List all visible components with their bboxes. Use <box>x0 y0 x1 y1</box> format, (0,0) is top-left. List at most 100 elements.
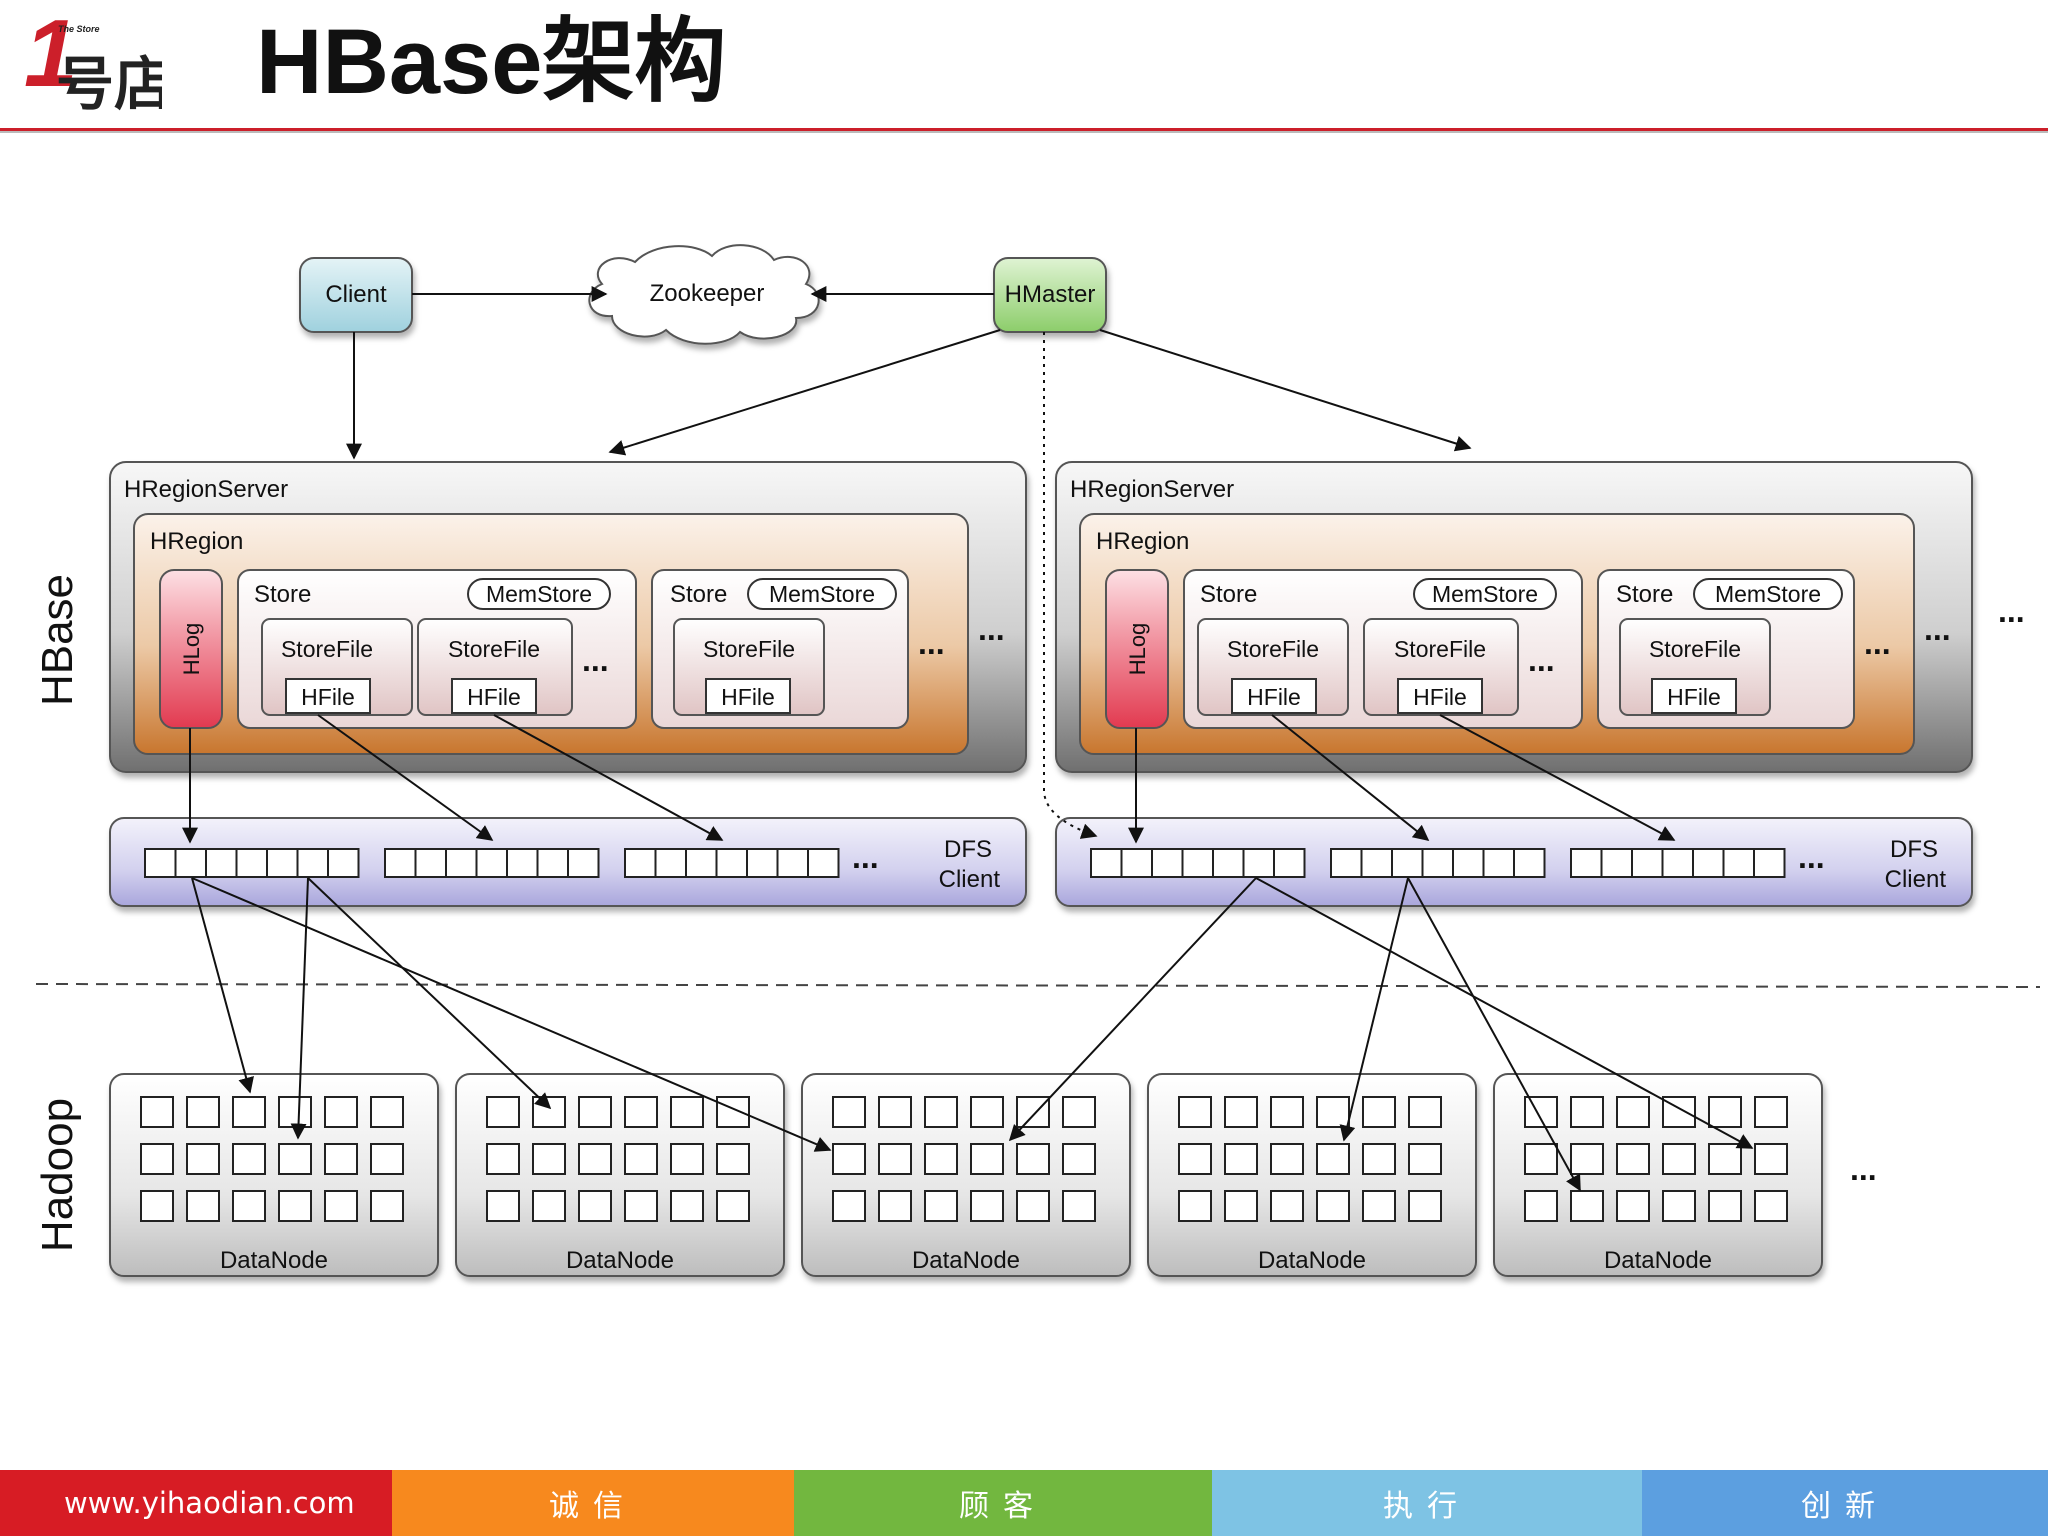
datanode-block <box>1708 1096 1742 1128</box>
client-node: Client <box>299 257 413 333</box>
ellipsis: ... <box>1798 839 1825 875</box>
storefile-label: StoreFile <box>703 636 795 662</box>
datanode-block <box>1224 1096 1258 1128</box>
datanode-label: DataNode <box>912 1247 1020 1274</box>
datanode-block <box>1062 1096 1096 1128</box>
datanode-block <box>716 1143 750 1175</box>
datanode-block <box>532 1096 566 1128</box>
datanode-block <box>716 1190 750 1222</box>
dfs-block-cell <box>746 848 779 878</box>
store-label: Store <box>254 581 311 608</box>
datanode-block <box>1316 1190 1350 1222</box>
datanode-block <box>324 1096 358 1128</box>
dfs-block-cell <box>506 848 539 878</box>
dfs-block-strip <box>1090 848 1306 878</box>
datanode-block <box>486 1190 520 1222</box>
dfs-block-cell <box>1452 848 1485 878</box>
storefile-label: StoreFile <box>448 636 540 662</box>
datanode-block <box>532 1190 566 1222</box>
hfile-label: HFile <box>1667 684 1721 710</box>
hlog-label: HLog <box>1125 623 1150 676</box>
datanode-block <box>1178 1143 1212 1175</box>
footer-value-integrity: 诚信 <box>392 1470 794 1536</box>
dfs-block-strip <box>1330 848 1546 878</box>
datanode-block <box>924 1096 958 1128</box>
datanode-block <box>370 1143 404 1175</box>
ellipsis: ... <box>1850 1151 1877 1187</box>
datanode-block <box>1662 1096 1696 1128</box>
footer-bar: www.yihaodian.com 诚信 顾客 执行 创新 <box>0 1470 2048 1536</box>
storefile-label: StoreFile <box>281 636 373 662</box>
dfs-block-cell <box>654 848 687 878</box>
hfile-box <box>705 678 791 714</box>
logo-numeral: 1 <box>24 4 77 107</box>
datanode-block <box>186 1096 220 1128</box>
hmaster-dfs-dotted <box>1043 332 1098 839</box>
datanode-label: DataNode <box>220 1247 328 1274</box>
dfs-block-cell <box>1513 848 1546 878</box>
datanode-1: DataNode <box>109 1073 439 1277</box>
dfs-block-cell <box>1661 848 1694 878</box>
ellipsis: ... <box>582 642 609 678</box>
datanode-block <box>1524 1190 1558 1222</box>
footer-value-customer: 顾客 <box>794 1470 1212 1536</box>
datanode-block <box>278 1096 312 1128</box>
hfile-label: HFile <box>721 684 775 710</box>
memstore-pill <box>1693 578 1843 610</box>
datanode-block <box>486 1143 520 1175</box>
arrow-hmaster-server2 <box>1099 329 1472 452</box>
zookeeper-label: Zookeeper <box>650 280 765 307</box>
dfs-block-cell <box>475 848 508 878</box>
datanode-block <box>1408 1143 1442 1175</box>
datanode-block <box>1524 1143 1558 1175</box>
dfs-block-cell <box>1151 848 1184 878</box>
dfs-block-cell <box>1692 848 1725 878</box>
store-label: Store <box>670 581 727 608</box>
footer-value-innovation: 创新 <box>1642 1470 2048 1536</box>
datanode-block <box>1270 1190 1304 1222</box>
zookeeper-node: Zookeeper <box>588 244 820 345</box>
dfs-block-cell <box>174 848 207 878</box>
datanode-2: DataNode <box>455 1073 785 1277</box>
dfs-block-cell <box>205 848 238 878</box>
dfs-block-cell <box>144 848 177 878</box>
hfile-box <box>1651 678 1737 714</box>
storefile-label: StoreFile <box>1227 636 1319 662</box>
datanode-block <box>1316 1143 1350 1175</box>
datanode-block <box>1616 1190 1650 1222</box>
dfs-client-label: Client <box>1885 866 1947 893</box>
datanode-block <box>1362 1096 1396 1128</box>
datanode-block <box>970 1096 1004 1128</box>
hfile-box <box>1397 678 1483 714</box>
ellipsis: ... <box>1998 593 2025 629</box>
client-label: Client <box>325 281 387 308</box>
datanode-block <box>1708 1143 1742 1175</box>
dfs-block-cell <box>1360 848 1393 878</box>
datanode-block <box>578 1096 612 1128</box>
datanode-label: DataNode <box>566 1247 674 1274</box>
datanode-block <box>278 1143 312 1175</box>
datanode-block <box>1224 1143 1258 1175</box>
region-server-1: HRegionServer HRegion HLog Store MemStor… <box>109 461 1027 773</box>
datanode-block <box>324 1190 358 1222</box>
datanode-block <box>1570 1096 1604 1128</box>
datanode-block <box>1178 1096 1212 1128</box>
datanode-block <box>878 1096 912 1128</box>
memstore-label: MemStore <box>1715 581 1821 607</box>
dfs-block-cell <box>1600 848 1633 878</box>
hfile-box <box>285 678 371 714</box>
memstore-pill <box>747 578 897 610</box>
datanode-block <box>878 1143 912 1175</box>
datanode-block <box>624 1190 658 1222</box>
datanode-block <box>716 1096 750 1128</box>
dfs-block-cell <box>715 848 748 878</box>
datanode-block <box>140 1096 174 1128</box>
dfs-block-cell <box>384 848 417 878</box>
datanode-block <box>1062 1143 1096 1175</box>
dfs-block-cell <box>807 848 840 878</box>
dfs-block-cell <box>1090 848 1123 878</box>
datanode-block <box>578 1143 612 1175</box>
footer-url: www.yihaodian.com <box>0 1470 392 1536</box>
hfile-box <box>1231 678 1317 714</box>
dfs-block-cell <box>1631 848 1664 878</box>
